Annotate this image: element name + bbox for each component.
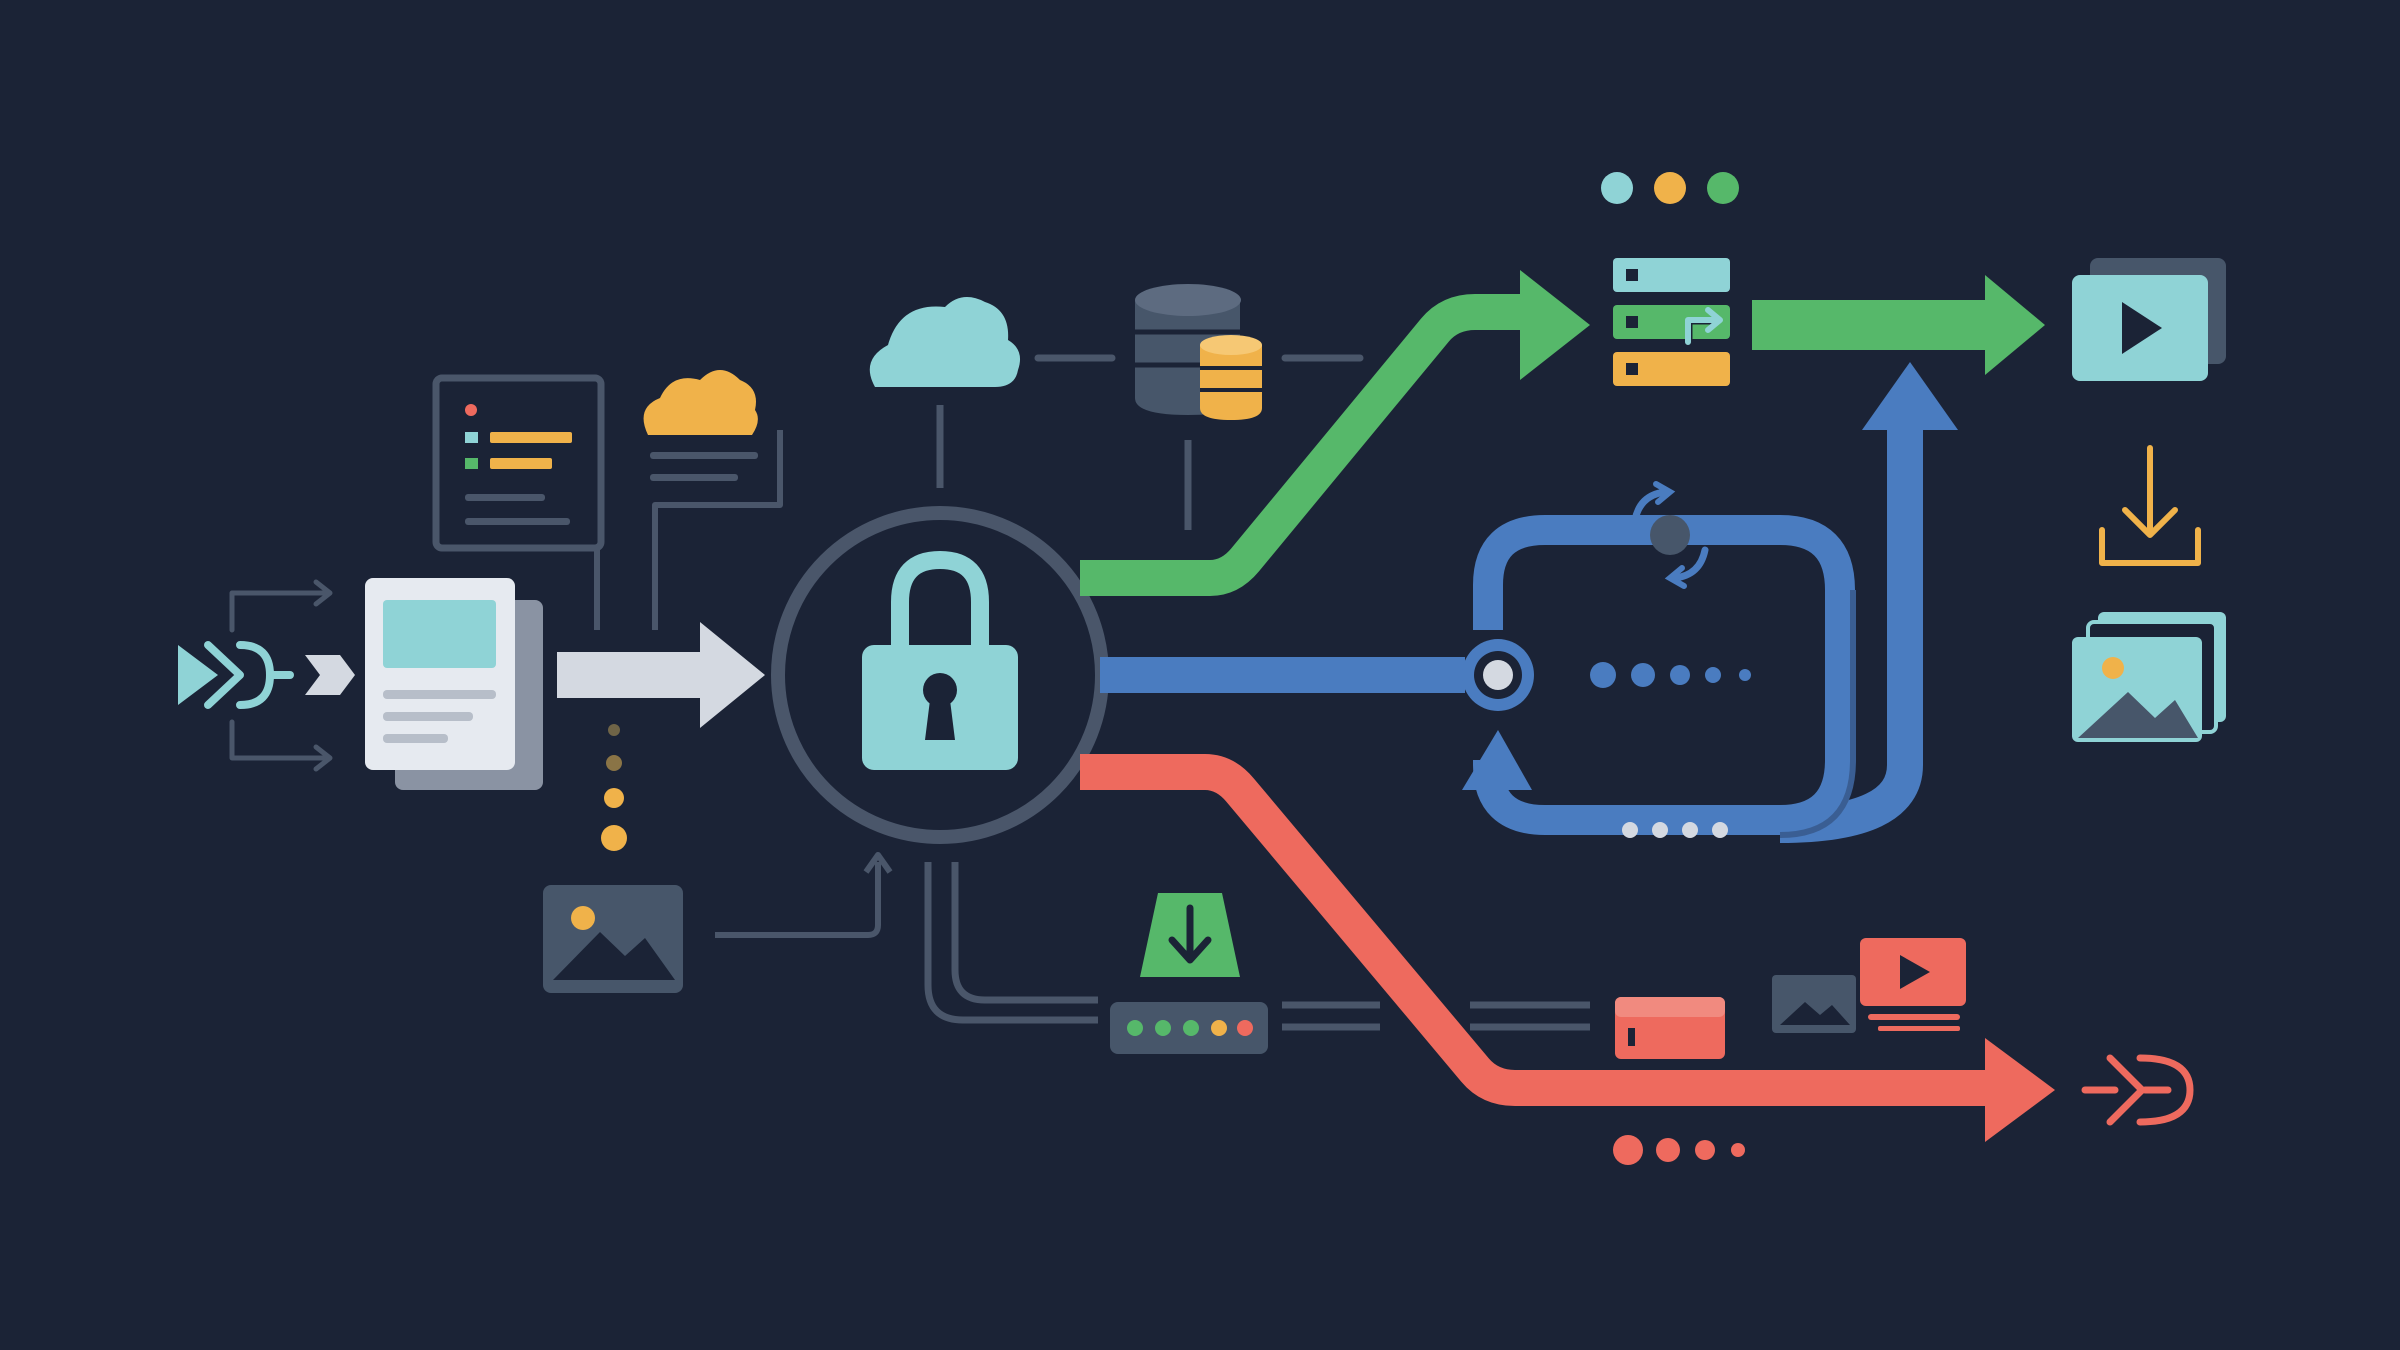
- cloud-icon: [869, 297, 1021, 387]
- output-connector-icon: [2081, 1054, 2194, 1126]
- small-image-icon: [1772, 975, 1856, 1033]
- cloud-icon-orange: [643, 370, 758, 481]
- red-flow: [1080, 754, 2055, 1142]
- rack-sync-arrow: [1685, 307, 1723, 345]
- dotted-connector: [601, 724, 627, 851]
- orange-cloud-connector: [652, 430, 783, 630]
- image-to-lock-arrow: [715, 862, 881, 938]
- image-icon: [543, 885, 683, 993]
- loop-dots: [1622, 822, 1728, 838]
- blue-node: [1462, 639, 1534, 711]
- small-video-icon: [1860, 938, 1966, 1031]
- red-dots: [1613, 1135, 1745, 1165]
- code-file-icon: [432, 374, 605, 552]
- main-input-arrow: [557, 622, 765, 728]
- storage-box-icon: [1615, 997, 1725, 1059]
- download-tray-icon: [1140, 893, 1240, 977]
- download-icon: [2099, 445, 2201, 566]
- network-device-icon: [1110, 1002, 1268, 1054]
- status-dots: [1601, 172, 1739, 204]
- lock-bottom-links: [924, 862, 1590, 1031]
- side-arrows: [229, 579, 333, 772]
- padlock-icon: [771, 506, 1109, 844]
- sync-icon: [1631, 481, 1709, 589]
- image-stack-icon: [2072, 612, 2226, 742]
- green-flow: [1080, 270, 2045, 596]
- blue-flow-shadow: [1779, 590, 1856, 838]
- server-rack-icon: [1613, 258, 1730, 386]
- input-connector-icon: [178, 641, 355, 709]
- play-video-icon: [2072, 258, 2226, 381]
- image-arrow-head: [863, 852, 893, 874]
- blue-dots: [1590, 662, 1751, 688]
- blue-flow: [1100, 362, 1958, 843]
- database-icon: [1135, 284, 1262, 420]
- document-icon: [365, 578, 543, 790]
